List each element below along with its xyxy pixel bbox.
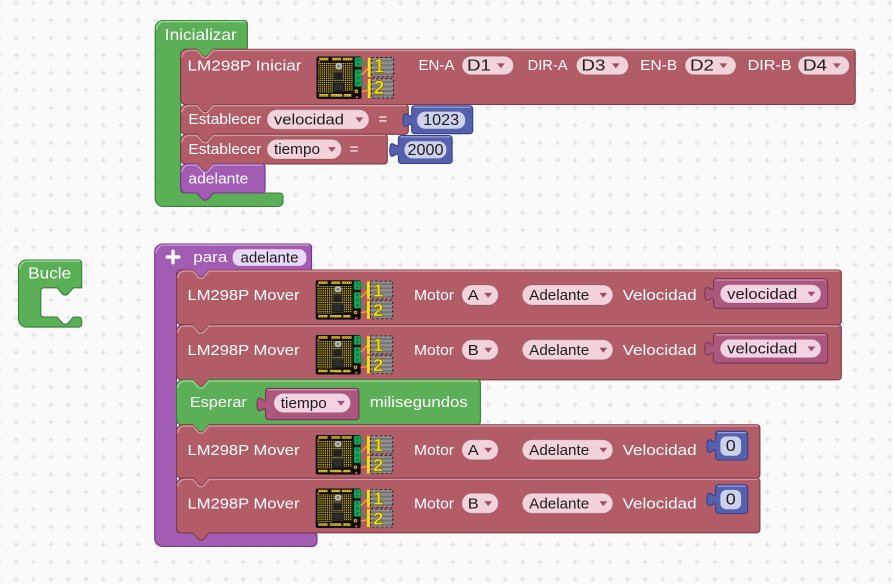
svg-text:D1: D1 bbox=[467, 58, 491, 75]
svg-text:tiempo: tiempo bbox=[281, 395, 327, 412]
svg-text:EN-A: EN-A bbox=[419, 57, 455, 74]
svg-text:D3: D3 bbox=[581, 58, 605, 75]
svg-text:Velocidad: Velocidad bbox=[623, 442, 697, 459]
svg-text:velocidad: velocidad bbox=[727, 341, 797, 358]
svg-text:=: = bbox=[350, 141, 359, 158]
svg-text:2: 2 bbox=[374, 78, 385, 99]
svg-text:Adelante: Adelante bbox=[529, 442, 589, 459]
svg-text:Motor: Motor bbox=[414, 495, 454, 512]
svg-text:DIR-B: DIR-B bbox=[748, 57, 792, 74]
svg-text:=: = bbox=[379, 111, 388, 128]
svg-text:D4: D4 bbox=[803, 58, 827, 75]
svg-text:Establecer: Establecer bbox=[188, 141, 261, 158]
svg-text:B: B bbox=[468, 495, 479, 512]
svg-text:2: 2 bbox=[373, 455, 384, 475]
svg-text:adelante: adelante bbox=[188, 170, 248, 187]
svg-text:1: 1 bbox=[373, 435, 384, 455]
svg-text:1: 1 bbox=[374, 57, 385, 78]
svg-text:D2: D2 bbox=[690, 58, 714, 75]
svg-text:EN-B: EN-B bbox=[640, 57, 677, 74]
svg-text:Motor: Motor bbox=[414, 287, 454, 304]
svg-text:1: 1 bbox=[373, 335, 384, 355]
svg-text:LM298P Iniciar: LM298P Iniciar bbox=[188, 58, 302, 75]
svg-text:Adelante: Adelante bbox=[529, 287, 589, 304]
svg-text:LM298P Mover: LM298P Mover bbox=[188, 287, 300, 304]
svg-text:Establecer: Establecer bbox=[188, 111, 261, 128]
svg-text:1: 1 bbox=[373, 280, 384, 300]
svg-text:2000: 2000 bbox=[408, 142, 444, 159]
svg-text:para: para bbox=[193, 249, 228, 266]
svg-text:1: 1 bbox=[373, 488, 384, 508]
svg-text:1023: 1023 bbox=[423, 112, 459, 129]
svg-text:adelante: adelante bbox=[241, 250, 299, 267]
svg-text:Adelante: Adelante bbox=[529, 495, 589, 512]
svg-text:LM298P Mover: LM298P Mover bbox=[188, 495, 300, 512]
svg-text:A: A bbox=[468, 287, 479, 304]
svg-text:Inicializar: Inicializar bbox=[165, 27, 238, 44]
svg-text:2: 2 bbox=[373, 508, 384, 528]
svg-text:velocidad: velocidad bbox=[727, 286, 797, 303]
svg-text:tiempo: tiempo bbox=[274, 141, 320, 158]
svg-text:B: B bbox=[468, 342, 479, 359]
svg-text:0: 0 bbox=[726, 492, 736, 509]
svg-text:Motor: Motor bbox=[414, 342, 454, 359]
svg-text:DIR-A: DIR-A bbox=[528, 57, 568, 74]
svg-text:LM298P Mover: LM298P Mover bbox=[188, 342, 300, 359]
svg-text:Velocidad: Velocidad bbox=[623, 287, 697, 304]
svg-text:2: 2 bbox=[373, 355, 384, 375]
svg-text:velocidad: velocidad bbox=[274, 111, 344, 128]
svg-text:milisegundos: milisegundos bbox=[370, 394, 468, 411]
svg-text:Velocidad: Velocidad bbox=[623, 342, 697, 359]
svg-text:Esperar: Esperar bbox=[190, 394, 247, 411]
svg-text:LM298P Mover: LM298P Mover bbox=[188, 442, 300, 459]
svg-text:Velocidad: Velocidad bbox=[623, 495, 697, 512]
svg-text:A: A bbox=[468, 442, 479, 459]
svg-text:Bucle: Bucle bbox=[28, 266, 71, 283]
svg-text:0: 0 bbox=[726, 438, 736, 455]
svg-text:Adelante: Adelante bbox=[529, 342, 589, 359]
svg-text:2: 2 bbox=[373, 300, 384, 320]
svg-text:Motor: Motor bbox=[414, 442, 454, 459]
